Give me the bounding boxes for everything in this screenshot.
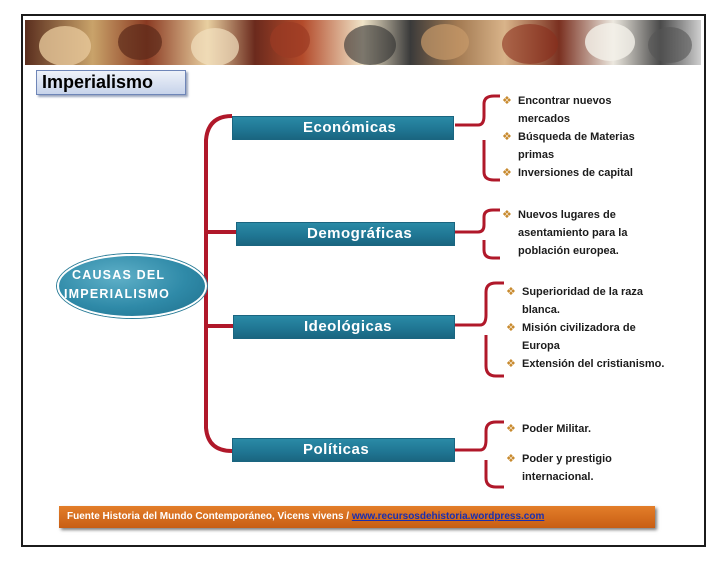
central-node-label: CAUSAS DEL IMPERIALISMO — [64, 266, 184, 304]
source-text: Fuente Historia del Mundo Contemporáneo,… — [67, 511, 352, 522]
list-item: ❖ Poder Militar. — [506, 420, 612, 438]
header-banner — [25, 20, 701, 65]
category-label: Económicas — [303, 119, 397, 136]
page-frame — [21, 14, 706, 547]
category-ideologicas: Ideológicas — [233, 315, 455, 339]
diamond-bullet-icon: ❖ — [506, 358, 516, 370]
diamond-bullet-icon: ❖ — [506, 286, 516, 298]
central-node — [57, 254, 207, 318]
diamond-bullet-icon: ❖ — [502, 95, 512, 107]
list-item: ❖ Extensión del cristianismo. — [506, 355, 664, 373]
category-label: Ideológicas — [304, 318, 393, 335]
diamond-bullet-icon: ❖ — [506, 453, 516, 465]
category-demograficas: Demográficas — [236, 222, 455, 246]
diamond-bullet-icon: ❖ — [506, 322, 516, 334]
category-label: Demográficas — [307, 225, 413, 242]
central-label-line-1: CAUSAS DEL — [72, 268, 166, 282]
category-politicas: Políticas — [232, 438, 455, 462]
diamond-bullet-icon: ❖ — [506, 423, 516, 435]
diamond-bullet-icon: ❖ — [502, 131, 512, 143]
source-footer: Fuente Historia del Mundo Contemporáneo,… — [59, 506, 655, 528]
source-link[interactable]: www.recursosdehistoria.wordpress.com — [351, 511, 545, 522]
central-label-line-2: IMPERIALISMO — [64, 287, 171, 301]
page-title: Imperialismo — [36, 70, 186, 95]
diamond-bullet-icon: ❖ — [502, 167, 512, 179]
category-economicas: Económicas — [232, 116, 454, 140]
list-item: ❖ Inversiones de capital — [502, 164, 635, 182]
diamond-bullet-icon: ❖ — [502, 209, 512, 221]
banner-collage — [39, 22, 692, 65]
category-label: Políticas — [303, 441, 370, 458]
